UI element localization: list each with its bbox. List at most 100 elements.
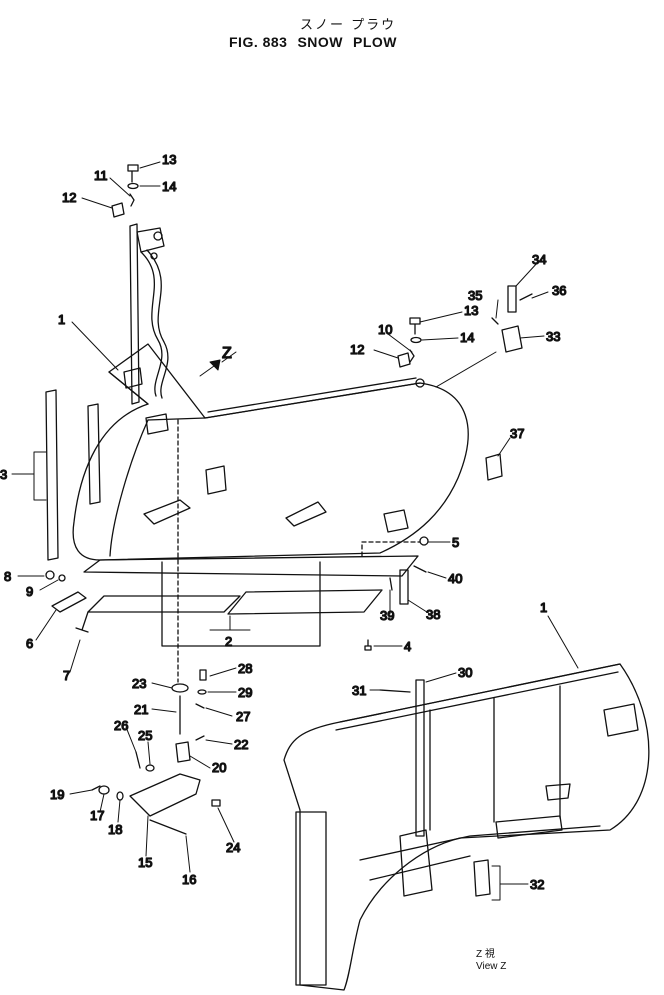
nut-17 xyxy=(98,785,110,795)
callout-10: 10 xyxy=(378,322,392,337)
callout-7: 7 xyxy=(63,668,70,683)
callout-38: 38 xyxy=(426,607,440,622)
callout-labels: 1 1 2 3 4 5 6 7 8 9 10 11 12 12 13 13 14… xyxy=(0,151,567,892)
callout-13: 13 xyxy=(162,152,176,167)
callout-33: 33 xyxy=(546,329,560,344)
hose xyxy=(140,251,163,397)
callout-1: 1 xyxy=(58,312,65,327)
pin-26 xyxy=(135,751,141,769)
callout-14: 14 xyxy=(162,179,176,194)
viewz-blade xyxy=(283,663,650,991)
inner-bracket-4 xyxy=(143,499,191,525)
side-post xyxy=(129,223,140,405)
viewz-mount xyxy=(399,829,433,897)
viewz-bushing-32 xyxy=(473,859,491,897)
callout-17: 17 xyxy=(90,808,104,823)
viewz-top-edge-2 xyxy=(335,671,619,731)
top-bracket xyxy=(136,227,165,253)
callout-9: 9 xyxy=(26,584,33,599)
side-plate xyxy=(45,389,59,561)
callout-16: 16 xyxy=(182,872,196,887)
washer-25 xyxy=(145,764,155,772)
callout-30: 30 xyxy=(458,665,472,680)
pin-39 xyxy=(389,577,393,591)
viewz-frame-2 xyxy=(369,855,471,881)
callout-5: 5 xyxy=(452,535,459,550)
viewz-frame xyxy=(359,825,601,861)
viewz-pin-31 xyxy=(379,689,411,693)
callout-34: 34 xyxy=(532,252,546,267)
callout-13b: 13 xyxy=(464,303,478,318)
hidden-line-3 xyxy=(361,541,421,557)
cutting-edge-lower-right xyxy=(227,589,383,615)
bolt-4 xyxy=(364,639,372,651)
viewz-side xyxy=(295,811,327,986)
callout-28: 28 xyxy=(238,661,252,676)
bushing-20 xyxy=(175,741,191,763)
callout-20: 20 xyxy=(212,760,226,775)
callout-37: 37 xyxy=(510,426,524,441)
washer-18 xyxy=(116,791,124,801)
bushing-33 xyxy=(501,325,523,353)
viewz-bracket xyxy=(603,703,639,737)
nut-8 xyxy=(45,570,55,580)
callout-3: 3 xyxy=(0,467,7,482)
pin-22 xyxy=(195,735,205,741)
view-caption-en: View Z xyxy=(476,961,507,972)
viewz-pin-30 xyxy=(415,679,425,837)
shoe-15 xyxy=(129,773,201,817)
blade-edge-top-2 xyxy=(207,377,417,413)
view-z-assembly xyxy=(283,663,650,991)
blade-assembly xyxy=(72,223,469,683)
pin-19 xyxy=(91,785,101,791)
leader-lines xyxy=(11,161,579,901)
callout-15: 15 xyxy=(138,855,152,870)
hardware xyxy=(45,164,533,835)
callout-27: 27 xyxy=(236,709,250,724)
callout-32: 32 xyxy=(530,877,544,892)
callout-11: 11 xyxy=(94,168,108,183)
callout-36: 36 xyxy=(552,283,566,298)
view-caption-jp: Z 視 xyxy=(476,949,495,960)
bolt-13 xyxy=(127,164,139,183)
pin-36 xyxy=(519,293,533,301)
inner-bracket-1 xyxy=(123,367,143,389)
callout-1-viewz: 1 xyxy=(540,600,547,615)
viewz-top-edge xyxy=(339,663,621,723)
pin-27 xyxy=(195,703,205,709)
viewz-tab xyxy=(545,783,571,801)
hidden-line-2 xyxy=(161,561,321,647)
figure-number: FIG. 883 xyxy=(229,34,288,50)
view-caption: Z 視 View Z xyxy=(476,949,506,973)
hose-2 xyxy=(146,249,169,399)
callout-26: 26 xyxy=(114,718,128,733)
callout-12: 12 xyxy=(62,190,76,205)
bolt-13b xyxy=(409,317,421,335)
bushing-37 xyxy=(485,453,503,481)
inner-bracket-6 xyxy=(383,509,409,533)
callout-23: 23 xyxy=(132,676,146,691)
callout-39: 39 xyxy=(380,608,394,623)
callout-8: 8 xyxy=(4,569,11,584)
nut-23 xyxy=(171,683,189,693)
view-arrow xyxy=(199,359,221,377)
callout-22: 22 xyxy=(234,737,248,752)
callout-40: 40 xyxy=(448,571,462,586)
inner-bracket-3 xyxy=(205,465,227,495)
bolt-16 xyxy=(149,819,187,835)
blade-body xyxy=(72,343,469,561)
callout-18: 18 xyxy=(108,822,122,837)
pin-34 xyxy=(507,285,517,313)
bolt-28 xyxy=(199,669,207,681)
title-word-1: SNOW xyxy=(297,34,344,50)
nut-5 xyxy=(419,536,429,546)
callout-19: 19 xyxy=(50,787,64,802)
clip-11 xyxy=(129,193,135,207)
blade-end-pin xyxy=(415,378,425,388)
cutting-edge-upper xyxy=(83,555,419,577)
callout-4: 4 xyxy=(404,639,411,654)
cap-12 xyxy=(111,202,125,218)
